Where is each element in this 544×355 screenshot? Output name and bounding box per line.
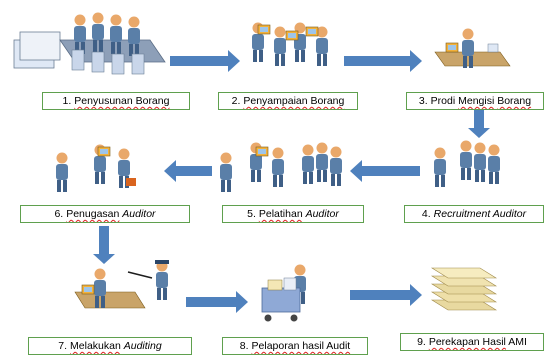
desk-worker-icon	[434, 28, 511, 68]
step-2-label: 2.Penyampaian Borang	[218, 92, 358, 110]
flow-arrow-8-9	[350, 284, 422, 306]
audit-officer-icon	[74, 260, 169, 309]
step-7-label: 7.Melakukan Auditing	[28, 337, 192, 355]
group-of-people-icon	[434, 140, 500, 187]
step-6-label: 6.Penugasan Auditor	[20, 205, 190, 223]
people-with-laptops-icon	[252, 22, 328, 66]
flow-arrow-2-3	[344, 50, 422, 72]
meeting-table-icon	[13, 12, 166, 75]
flow-arrow-3-4	[468, 108, 490, 138]
document-stack-icon	[430, 267, 498, 311]
step-5-label: 5.Pelatihan Auditor	[222, 205, 364, 223]
step-1-label: 1.Penyusunan Borang	[42, 92, 190, 110]
flow-arrow-4-5	[350, 160, 420, 182]
flow-arrow-6-7	[93, 226, 115, 264]
flow-arrow-1-2	[170, 50, 240, 72]
step-3-label: 3.Prodi Mengisi Borang	[406, 92, 544, 110]
step-9-label: 9.Perekapan Hasil AMI	[400, 333, 544, 351]
flow-arrow-7-8	[186, 291, 248, 313]
training-group-icon	[220, 142, 342, 192]
step-4-label: 4.Recruitment Auditor	[404, 205, 544, 223]
report-cart-icon	[261, 264, 306, 322]
step-8-label: 8.Pelaporan hasil Audit	[222, 337, 368, 355]
assignment-group-icon	[56, 144, 136, 192]
flow-arrow-5-6	[164, 160, 212, 182]
